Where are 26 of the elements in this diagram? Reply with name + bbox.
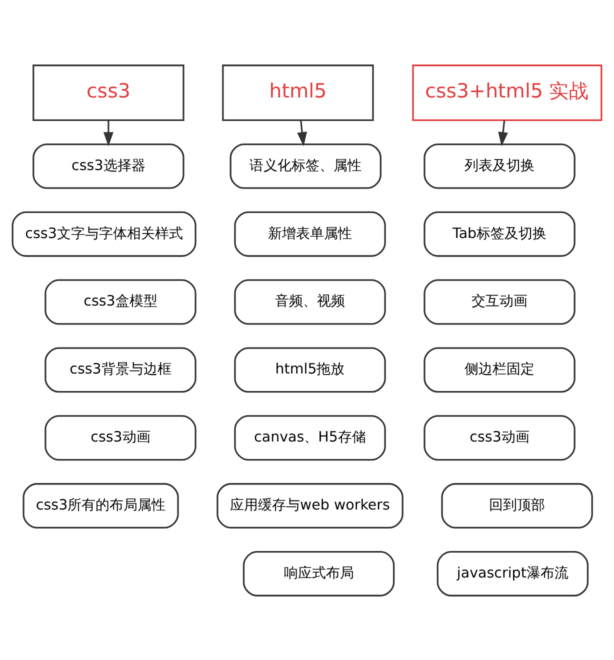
node-box: Tab标签及切换 bbox=[424, 210, 576, 256]
node-box: 侧边栏固定 bbox=[424, 346, 576, 392]
node-box: css3盒模型 bbox=[44, 278, 196, 324]
node-box: html5 bbox=[222, 64, 374, 120]
node-box: css3选择器 bbox=[32, 142, 184, 188]
node-box: 交互动画 bbox=[424, 278, 576, 324]
arrow bbox=[498, 120, 508, 146]
arrow bbox=[297, 120, 308, 146]
node-box: 应用缓存与web workers bbox=[216, 482, 404, 528]
node-box: 响应式布局 bbox=[242, 550, 395, 596]
node-box: 列表及切换 bbox=[424, 142, 576, 188]
arrow bbox=[103, 120, 114, 146]
node-box: canvas、H5存储 bbox=[234, 414, 386, 460]
node-box: 新增表单属性 bbox=[234, 210, 386, 256]
node-box: css3动画 bbox=[44, 414, 196, 460]
node-box: css3动画 bbox=[424, 414, 576, 460]
node-box: 语义化标签、属性 bbox=[230, 142, 382, 188]
node-box: 音频、视频 bbox=[234, 278, 386, 324]
node-box: html5拖放 bbox=[234, 346, 386, 392]
node-box: css3文字与字体相关样式 bbox=[12, 210, 196, 256]
node-box: css3所有的布局属性 bbox=[22, 482, 179, 528]
node-box: css3背景与边框 bbox=[44, 346, 196, 392]
node-box: css3+html5 实战 bbox=[412, 64, 602, 120]
node-box: javascript瀑布流 bbox=[436, 550, 589, 596]
node-box: 回到顶部 bbox=[441, 482, 593, 528]
node-box: css3 bbox=[32, 64, 184, 120]
